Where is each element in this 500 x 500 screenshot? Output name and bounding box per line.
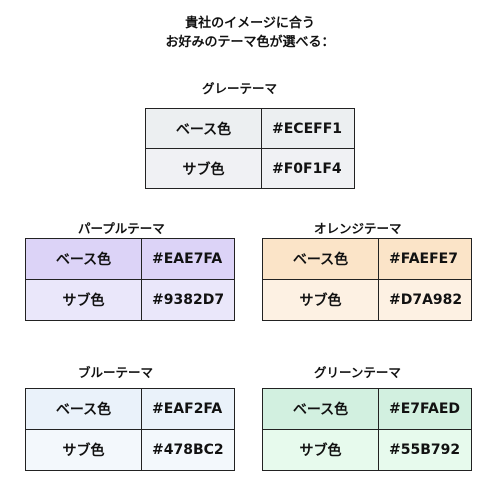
base-color-row: ベース色 #E7FAED [262,388,472,430]
base-color-row: ベース色 #EAF2FA [25,388,235,430]
theme-title-blue: ブルーテーマ [78,365,154,380]
theme-title-green: グリーンテーマ [314,365,401,380]
sub-color-hex: #F0F1F4 [261,148,355,189]
theme-title-purple: パープルテーマ [78,221,165,236]
color-table-gray: ベース色 #ECEFF1 サブ色 #F0F1F4 [145,108,355,189]
color-table-orange: ベース色 #FAEFE7 サブ色 #D7A982 [262,238,472,321]
color-table-green: ベース色 #E7FAED サブ色 #55B792 [262,388,472,471]
base-color-label: ベース色 [25,388,142,430]
heading-line-1: 貴社のイメージに合う [185,16,315,31]
theme-title-gray: グレーテーマ [202,81,278,96]
sub-color-label: サブ色 [262,279,379,321]
sub-color-label: サブ色 [25,279,142,321]
sub-color-row: サブ色 #D7A982 [262,279,472,321]
sub-color-hex: #478BC2 [141,429,235,471]
page-heading: 貴社のイメージに合う お好みのテーマ色が選べる： [0,14,500,52]
sub-color-label: サブ色 [145,148,262,189]
theme-title-orange: オレンジテーマ [314,221,402,236]
sub-color-hex: #55B792 [378,429,472,471]
sub-color-row: サブ色 #9382D7 [25,279,235,321]
base-color-label: ベース色 [262,238,379,280]
sub-color-row: サブ色 #55B792 [262,429,472,471]
base-color-row: ベース色 #EAE7FA [25,238,235,280]
heading-line-2: お好みのテーマ色が選べる： [165,35,335,50]
base-color-hex: #ECEFF1 [261,108,355,149]
color-table-purple: ベース色 #EAE7FA サブ色 #9382D7 [25,238,235,321]
sub-color-row: サブ色 #478BC2 [25,429,235,471]
sub-color-label: サブ色 [262,429,379,471]
base-color-row: ベース色 #FAEFE7 [262,238,472,280]
base-color-label: ベース色 [262,388,379,430]
base-color-label: ベース色 [145,108,262,149]
sub-color-label: サブ色 [25,429,142,471]
sub-color-row: サブ色 #F0F1F4 [145,148,355,189]
base-color-row: ベース色 #ECEFF1 [145,108,355,149]
sub-color-hex: #D7A982 [378,279,472,321]
sub-color-hex: #9382D7 [141,279,235,321]
base-color-label: ベース色 [25,238,142,280]
base-color-hex: #FAEFE7 [378,238,472,280]
base-color-hex: #EAE7FA [141,238,235,280]
base-color-hex: #E7FAED [378,388,472,430]
base-color-hex: #EAF2FA [141,388,235,430]
color-table-blue: ベース色 #EAF2FA サブ色 #478BC2 [25,388,235,471]
